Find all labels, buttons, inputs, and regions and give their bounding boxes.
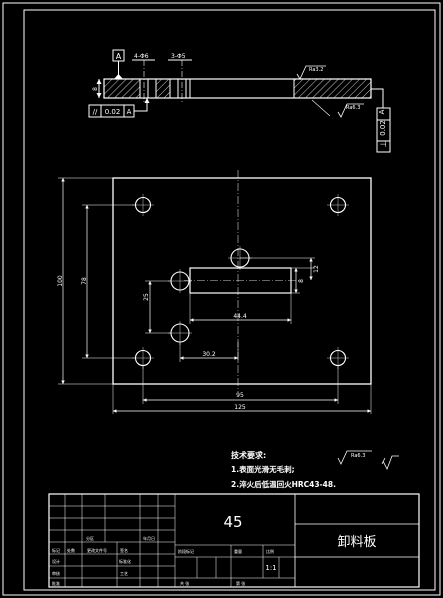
dim-outer-height: 100 bbox=[57, 275, 64, 287]
title-block bbox=[48, 493, 420, 588]
dim-inner-height: 78 bbox=[81, 277, 88, 285]
title-cells: 标记 处数 分区 更改文件号 签名 年月日 设计 标准化 阶段标记 重量 比例 … bbox=[52, 535, 274, 586]
note-item: 1.表面光滑无毛刺; bbox=[231, 464, 295, 474]
title-block-frame bbox=[48, 493, 420, 588]
parallel-symbol: // bbox=[93, 108, 98, 116]
title-cell: 比例 bbox=[266, 548, 274, 554]
roughness-top: Ra3.2 bbox=[309, 67, 323, 73]
perp-datum: A bbox=[378, 109, 386, 114]
scale-value: 1:1 bbox=[265, 564, 276, 572]
title-cell: 标记 bbox=[52, 547, 60, 553]
general-roughness-symbol bbox=[337, 450, 372, 465]
dim-slot-length: 44.4 bbox=[233, 313, 247, 320]
plan-view: 100 78 25 8 12 44.4 30.2 95 125 bbox=[57, 170, 372, 414]
title-cell: 签名 bbox=[120, 547, 128, 553]
title-cell: 处数 bbox=[67, 547, 75, 553]
bracket-roughness-symbol bbox=[381, 455, 399, 470]
title-grid bbox=[175, 544, 295, 587]
title-cell: 工艺 bbox=[120, 571, 128, 576]
thickness-dim: 8 bbox=[92, 87, 99, 91]
parallel-datum: A bbox=[127, 108, 132, 116]
perp-frame bbox=[376, 107, 391, 153]
ext-lines bbox=[58, 177, 171, 385]
parallel-leader bbox=[134, 98, 150, 112]
inner-border bbox=[23, 9, 436, 591]
dim-outer-width: 125 bbox=[234, 404, 246, 411]
datum-label: A bbox=[116, 52, 122, 61]
title-cell: 标准化 bbox=[119, 558, 131, 564]
part-name: 卸料板 bbox=[337, 534, 376, 550]
parallel-value: 0.02 bbox=[105, 108, 121, 116]
material-label: 45 bbox=[223, 513, 242, 531]
plate-outline bbox=[112, 177, 372, 385]
dim-hole-x: 30.2 bbox=[202, 351, 216, 358]
hatch-left bbox=[104, 79, 140, 98]
section-view: A 4-Φ6 3-Φ5 8 // 0.02 A Ra3.2 Ra6.3 A 0.… bbox=[88, 49, 391, 153]
hole-callout-right: 3-Φ5 bbox=[171, 53, 186, 60]
datum-triangle bbox=[114, 74, 123, 79]
title-grid bbox=[49, 505, 175, 579]
hatch-mid bbox=[156, 79, 170, 98]
dim-slot-height: 8 bbox=[298, 279, 305, 283]
title-cell: 更改文件号 bbox=[87, 547, 107, 553]
roughness-right: Ra6.3 bbox=[346, 105, 360, 111]
dim-hole-offset: 25 bbox=[143, 293, 150, 301]
dim-inner-width: 95 bbox=[236, 392, 244, 399]
technical-notes: 技术要求: 1.表面光滑无毛刺; 2.淬火后低温回火HRC43-48. Ra6.… bbox=[231, 450, 399, 489]
hole-crosshair bbox=[132, 194, 349, 369]
note-item: 2.淬火后低温回火HRC43-48. bbox=[231, 479, 336, 489]
title-cell: 第 张 bbox=[236, 580, 245, 586]
roughness-symbol-top bbox=[296, 65, 326, 80]
perp-leader bbox=[371, 88, 384, 108]
title-cell: 设计 bbox=[52, 558, 60, 564]
perp-value: 0.02 bbox=[379, 120, 387, 136]
dim-slot-offset: 12 bbox=[313, 265, 320, 273]
title-grid bbox=[64, 494, 176, 587]
hatch-right bbox=[294, 79, 371, 98]
title-cell: 年月日 bbox=[143, 535, 155, 541]
pin-crosshair bbox=[168, 246, 252, 345]
roughness-symbol-right bbox=[337, 103, 364, 118]
hole-callout-left: 4-Φ6 bbox=[134, 53, 149, 60]
perp-symbol: ⊥ bbox=[379, 140, 388, 147]
roughness-leader-right bbox=[311, 99, 331, 117]
general-roughness: Ra6.3 bbox=[351, 453, 365, 459]
title-cell: 批准 bbox=[52, 580, 60, 586]
title-cell: 审核 bbox=[52, 570, 60, 576]
ext-lines bbox=[240, 257, 315, 294]
ext-lines bbox=[112, 366, 372, 414]
title-cell: 阶段标记 bbox=[178, 548, 194, 554]
title-cell: 共 张 bbox=[180, 580, 189, 586]
title-cell: 重量 bbox=[234, 548, 242, 554]
notes-title: 技术要求: bbox=[231, 450, 266, 460]
title-cell: 分区 bbox=[86, 535, 94, 541]
title-grid bbox=[294, 494, 419, 587]
